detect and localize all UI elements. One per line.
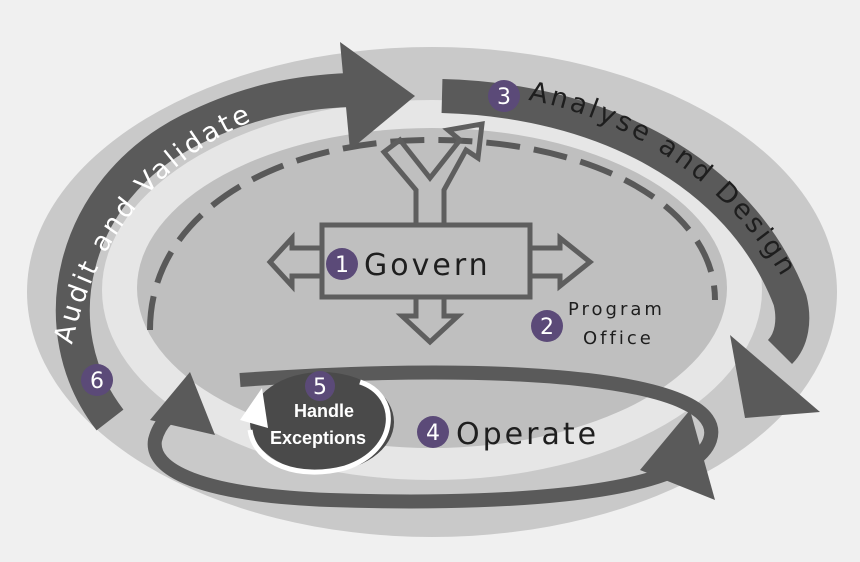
step-5-number: 5 xyxy=(313,375,327,400)
step-1-badge xyxy=(326,248,358,280)
program-office-dashed-arc xyxy=(147,136,718,331)
step-4-badge xyxy=(417,416,449,448)
step-1-number: 1 xyxy=(335,253,349,278)
step-3-number: 3 xyxy=(497,85,511,110)
step-5-badge xyxy=(305,371,335,401)
step-5-label-line2: Exceptions xyxy=(270,428,366,448)
step-2-label-line1: Program xyxy=(568,299,665,320)
step-2-number: 2 xyxy=(540,315,554,340)
step-4-number: 4 xyxy=(426,421,440,446)
step-3-badge xyxy=(488,80,520,112)
operate-arrowhead-right xyxy=(640,410,715,500)
operate-loop xyxy=(147,365,719,509)
operate-arrowhead-left xyxy=(150,372,215,435)
audit-arrow-band xyxy=(55,73,351,431)
exceptions-arrowhead xyxy=(240,388,268,428)
step-6-number: 6 xyxy=(90,369,104,394)
exceptions-oval xyxy=(250,372,394,472)
step-1-label: Govern xyxy=(364,248,491,283)
step-2-badge xyxy=(531,310,563,342)
audit-arrowhead xyxy=(340,42,415,150)
step-4-label: Operate xyxy=(456,417,599,452)
exceptions-loop-arrow xyxy=(247,379,391,475)
govern-icon xyxy=(266,120,595,346)
step-2-label-line2: Office xyxy=(583,328,654,349)
inner-ellipse xyxy=(137,128,727,448)
step-5-label-line1: Handle xyxy=(294,401,354,421)
analyse-arrow-band xyxy=(441,79,810,365)
analyse-arrowhead xyxy=(730,335,820,418)
step-6-badge xyxy=(81,364,113,396)
